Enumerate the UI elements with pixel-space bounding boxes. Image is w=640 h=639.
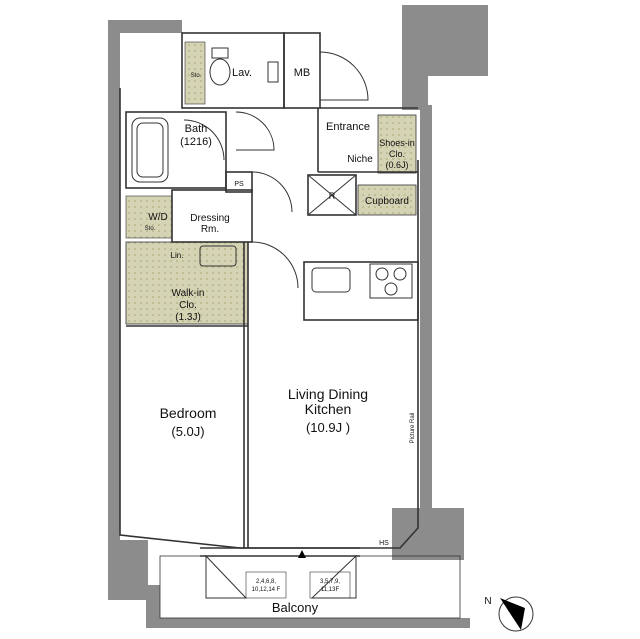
north-arrow-icon [500,598,525,630]
label-ps: PS [234,181,244,188]
label-walkin: Walk-in [172,288,205,299]
storage-wd [125,195,173,239]
label-mb: MB [294,67,311,79]
label-ldk-line1: Living Dining [288,386,368,402]
toilet-icon [209,58,231,86]
doors [183,51,369,599]
label-wd: W/D [148,212,167,223]
floor-note-right-line1: 3,5,7,9, [320,579,340,585]
storage-shoes-in [377,114,417,174]
fixtures [131,47,413,299]
hall-door-icon [251,171,293,213]
storage-cupboard [357,184,417,216]
label-sto-wd: Sto. [145,226,156,232]
compass-label: N [484,596,491,607]
entry-marker-icon [298,550,306,558]
label-dressing: Dressing [190,213,229,224]
label-picture-rail: Picture Rail [410,413,416,444]
ldk-door-icon [251,241,299,289]
washbasin-icon [267,61,279,83]
label-entrance: Entrance [326,121,370,133]
storage-lav [184,41,206,105]
walls [108,5,488,628]
floor-note-right-frame [309,571,351,599]
kitchen-sink-icon [311,267,351,293]
compass: N [484,596,534,632]
bath-door-icon [235,111,275,151]
floor-note-right-line2: 11,13F [321,587,340,593]
bottom-right-pillar [392,508,464,560]
label-cupboard: Cupboard [365,196,409,207]
label-ldk-size: (10.9J ) [306,420,350,435]
balcony-door-left-icon [205,554,248,599]
vanity-sink-icon [199,245,237,267]
balcony-slab [146,585,470,628]
top-right-pillar [402,5,488,110]
label-ldk-line2: Kitchen [305,401,352,417]
entrance-door-icon [319,51,369,101]
label-shoes-clo: Clo. [389,149,405,159]
label-walkin-clo: Clo. [179,300,197,311]
label-niche: Niche [347,154,373,165]
compass-ring [498,596,534,632]
lav-door-icon [183,119,225,161]
right-wall [420,105,432,510]
label-shoes-size: (0.6J) [385,160,408,170]
label-bedroom: Bedroom [160,405,217,421]
label-shoes-in: Shoes-in [379,138,415,148]
label-hs: HS [379,540,389,547]
label-balcony: Balcony [272,600,319,615]
label-sto-top: Sto. [191,73,202,79]
label-bedroom-size: (5.0J) [171,424,204,439]
label-dressing-rm: Rm. [201,224,219,235]
storage-areas [125,41,417,325]
floor-note-left-frame [245,571,287,599]
label-bath: Bath [185,123,208,135]
floor-note-left-line2: 10,12,14 F [252,587,281,593]
balcony-area [159,555,461,619]
stove-icon [369,263,413,299]
label-lin: Lin. [171,251,184,260]
label-bath-size: (1216) [180,136,212,148]
left-corner-pillar [108,540,148,598]
labels: Lav. Sto. MB Entrance Bath (1216) Niche … [145,67,416,615]
label-lav: Lav. [232,67,252,79]
label-walkin-size: (1.3J) [175,312,201,323]
label-r: R [329,191,336,201]
bathtub-icon [131,117,169,183]
floor-note-left-line1: 2,4,6,8, [256,579,276,585]
